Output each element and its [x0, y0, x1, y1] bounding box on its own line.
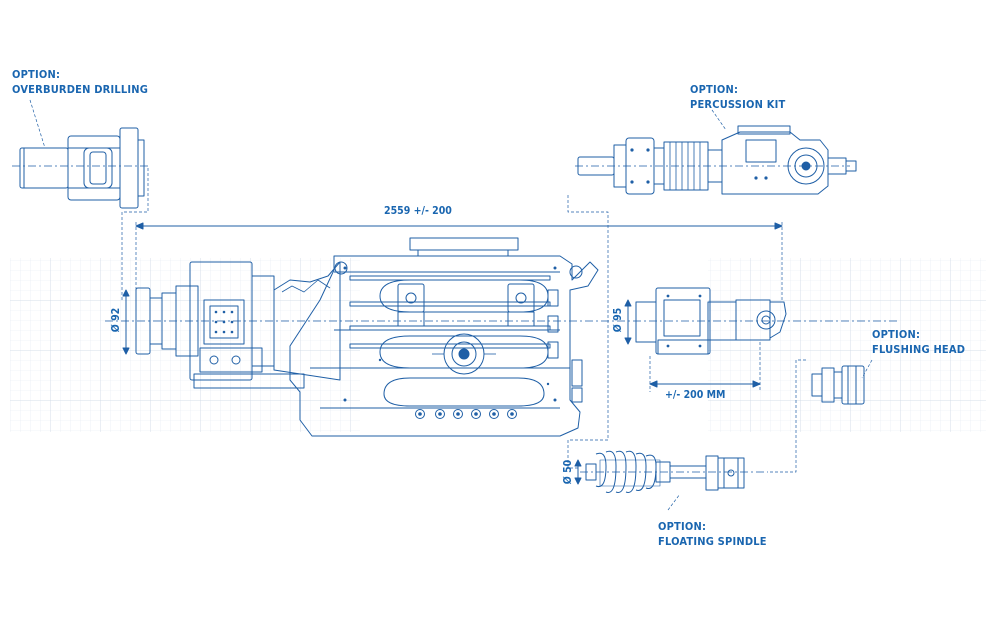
dimension-dia-spindle-label: Ø 50 [562, 459, 574, 485]
callout-percussion-line1: OPTION: [690, 83, 739, 96]
right-head-unit [635, 287, 787, 355]
callout-percussion-kit: OPTION: PERCUSSION KIT [690, 82, 785, 112]
dimension-overall-length [135, 222, 783, 300]
dimension-dia-head-label: Ø 95 [612, 307, 624, 333]
callout-floating-line2: FLOATING SPINDLE [658, 535, 767, 548]
callout-overburden-drilling: OPTION: OVERBURDEN DRILLING [12, 67, 148, 97]
dimension-travel [649, 342, 761, 392]
flushing-head-unit [811, 365, 865, 405]
floating-spindle-unit [585, 450, 745, 493]
callout-flushing-line1: OPTION: [872, 328, 921, 341]
grid-panel-right [708, 258, 986, 432]
callout-percussion-line2: PERCUSSION KIT [690, 98, 786, 111]
callout-overburden-line2: OVERBURDEN DRILLING [12, 83, 149, 96]
dimension-travel-label: +/- 200 MM [665, 389, 726, 401]
grid-panel-left [10, 258, 360, 432]
callout-flushing-head: OPTION: FLUSHING HEAD [872, 327, 965, 357]
overburden-drilling-unit [19, 127, 145, 209]
callout-flushing-line2: FLUSHING HEAD [872, 343, 966, 356]
callout-floating-spindle: OPTION: FLOATING SPINDLE [658, 519, 767, 549]
dimension-overall-length-label: 2559 +/- 200 [384, 205, 452, 217]
callout-floating-line1: OPTION: [658, 520, 707, 533]
dimension-diameters [122, 289, 632, 485]
dimension-dia-main-label: Ø 92 [110, 307, 122, 333]
callout-overburden-line1: OPTION: [12, 68, 61, 81]
carriage-frame [289, 237, 599, 437]
percussion-kit-unit [577, 125, 857, 195]
